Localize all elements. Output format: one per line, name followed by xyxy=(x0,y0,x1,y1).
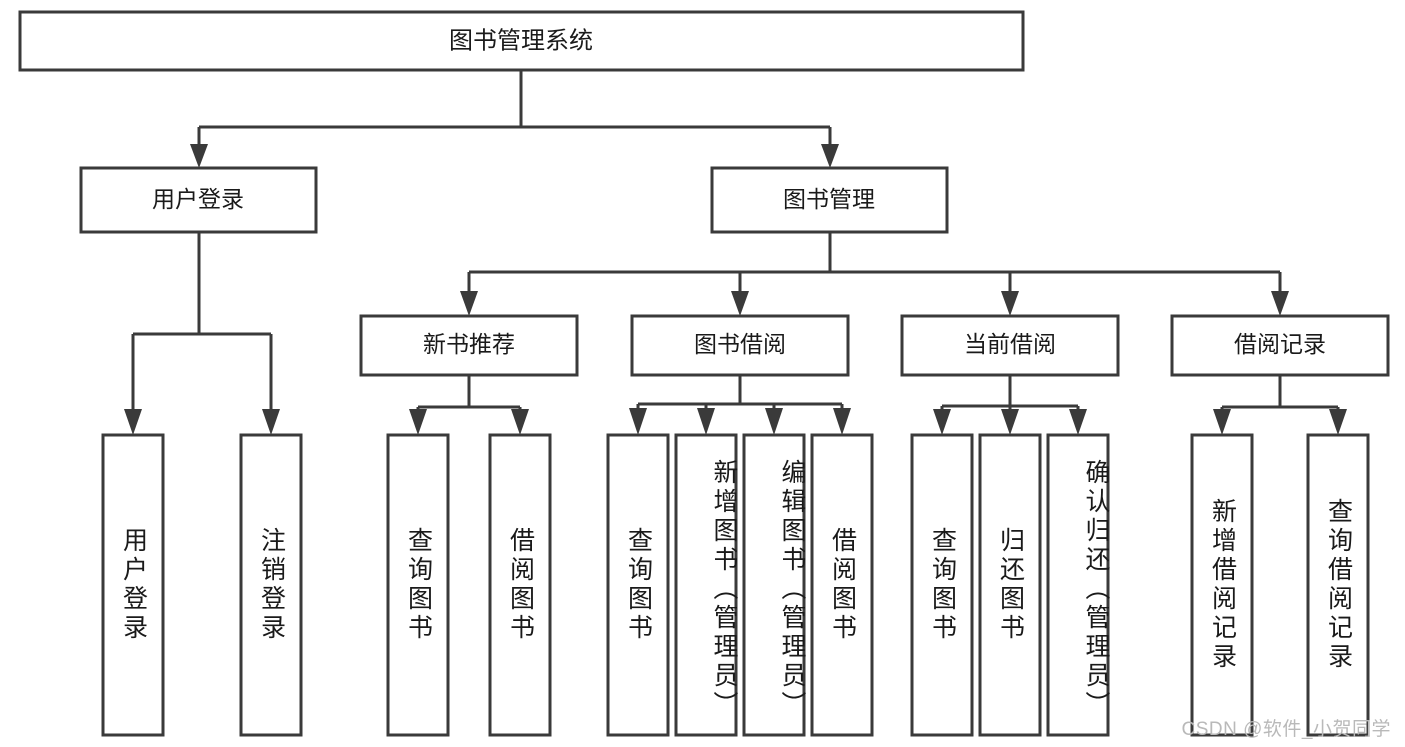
node-user-login-label: 用户登录 xyxy=(152,186,244,212)
node-borrow-records-label: 借阅记录 xyxy=(1234,331,1326,357)
arrow-books-to-borrow xyxy=(731,291,749,316)
arrow-new-leaf-1 xyxy=(409,409,427,435)
arrow-root-to-books xyxy=(821,144,839,168)
node-new-book-recommend[interactable] xyxy=(359,314,579,377)
node-root[interactable] xyxy=(18,10,1025,72)
arrow-books-to-records xyxy=(1271,291,1289,316)
leaf-box-current-1[interactable] xyxy=(910,433,974,737)
arrow-books-to-new xyxy=(460,291,478,316)
connector-group-root xyxy=(190,70,839,168)
arrow-current-leaf-1 xyxy=(933,409,951,435)
arrow-books-to-current xyxy=(1001,291,1019,316)
leaf-box-current-3[interactable] xyxy=(1046,433,1110,737)
connector-group-borrow xyxy=(629,375,851,435)
connector-group-current xyxy=(933,375,1087,435)
csdn-watermark: CSDN @软件_小贺同学 xyxy=(1181,719,1391,740)
connector-group-user-login xyxy=(124,232,280,435)
arrow-current-leaf-3 xyxy=(1069,409,1087,435)
connector-group-records xyxy=(1213,375,1347,435)
leaf-box-new-book-1[interactable] xyxy=(386,433,450,737)
node-current-borrow-label: 当前借阅 xyxy=(964,331,1056,357)
leaf-box-records-1[interactable] xyxy=(1190,433,1254,737)
node-borrow-records[interactable] xyxy=(1170,314,1390,377)
connector-group-new-book xyxy=(409,375,529,435)
arrow-root-to-user xyxy=(190,144,208,168)
connector-group-book-management xyxy=(460,232,1289,316)
arrow-borrow-leaf-3 xyxy=(765,408,783,435)
node-book-management-label: 图书管理 xyxy=(783,186,875,212)
leaf-box-user-login-2[interactable] xyxy=(239,433,303,737)
arrow-borrow-leaf-4 xyxy=(833,408,851,435)
leaf-box-borrow-4[interactable] xyxy=(810,433,874,737)
node-current-borrow[interactable] xyxy=(900,314,1120,377)
leaf-box-current-2[interactable] xyxy=(978,433,1042,737)
arrow-user-leaf-2 xyxy=(262,409,280,435)
arrow-current-leaf-2 xyxy=(1001,409,1019,435)
node-root-label: 图书管理系统 xyxy=(449,27,593,54)
arrow-user-leaf-1 xyxy=(124,409,142,435)
node-book-borrow-label: 图书借阅 xyxy=(694,331,786,357)
node-new-book-recommend-label: 新书推荐 xyxy=(423,331,515,357)
arrow-new-leaf-2 xyxy=(511,409,529,435)
node-user-login[interactable] xyxy=(79,166,318,234)
leaf-box-new-book-2[interactable] xyxy=(488,433,552,737)
arrow-borrow-leaf-1 xyxy=(629,408,647,435)
arrow-records-leaf-1 xyxy=(1213,409,1231,435)
leaf-box-borrow-3[interactable] xyxy=(742,433,806,737)
arrow-borrow-leaf-2 xyxy=(697,408,715,435)
node-book-management[interactable] xyxy=(710,166,949,234)
leaf-box-user-login-1[interactable] xyxy=(101,433,165,737)
leaf-box-records-2[interactable] xyxy=(1306,433,1370,737)
arrow-records-leaf-2 xyxy=(1329,409,1347,435)
node-book-borrow[interactable] xyxy=(630,314,850,377)
leaf-box-borrow-2[interactable] xyxy=(674,433,738,737)
leaf-box-borrow-1[interactable] xyxy=(606,433,670,737)
